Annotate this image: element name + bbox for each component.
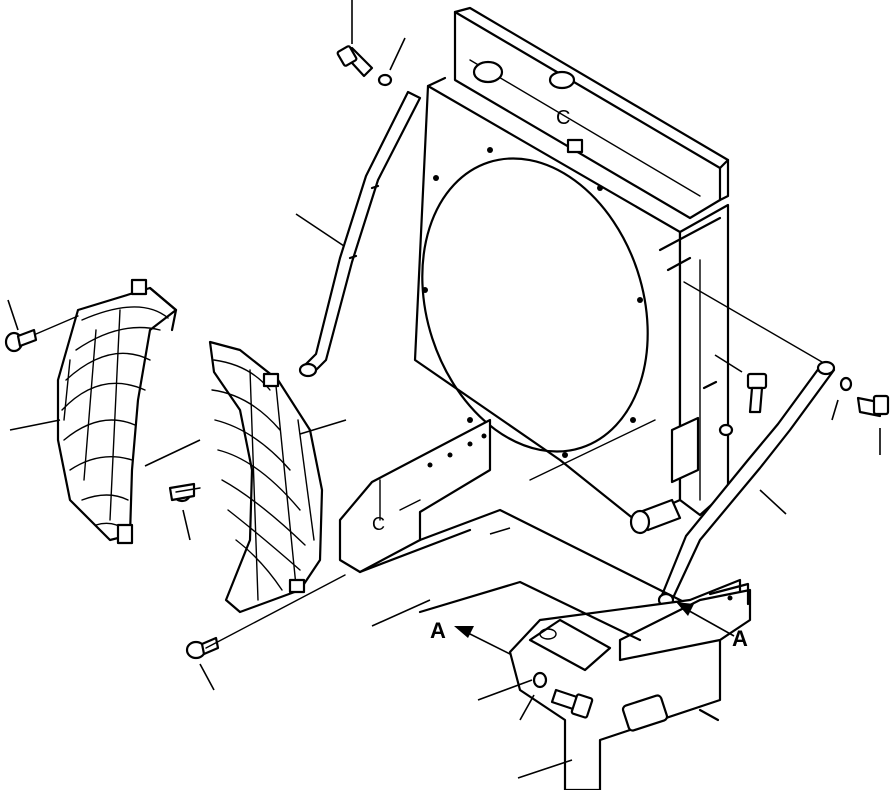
view-label-left: A <box>430 618 446 643</box>
view-arrow-left: A <box>430 618 511 655</box>
fan-guard-right <box>208 340 324 614</box>
svg-text:C: C <box>372 514 385 534</box>
svg-text:C: C <box>556 107 570 129</box>
alignment-lines <box>35 281 823 649</box>
left-stay-rod <box>298 90 422 378</box>
radiator-assembly: C <box>413 6 730 535</box>
base-frame: C <box>338 418 752 790</box>
leader-lines <box>7 0 881 779</box>
view-label-right: A <box>732 626 748 651</box>
view-arrow-right: A <box>676 602 748 651</box>
fan-guard-left <box>56 278 178 545</box>
